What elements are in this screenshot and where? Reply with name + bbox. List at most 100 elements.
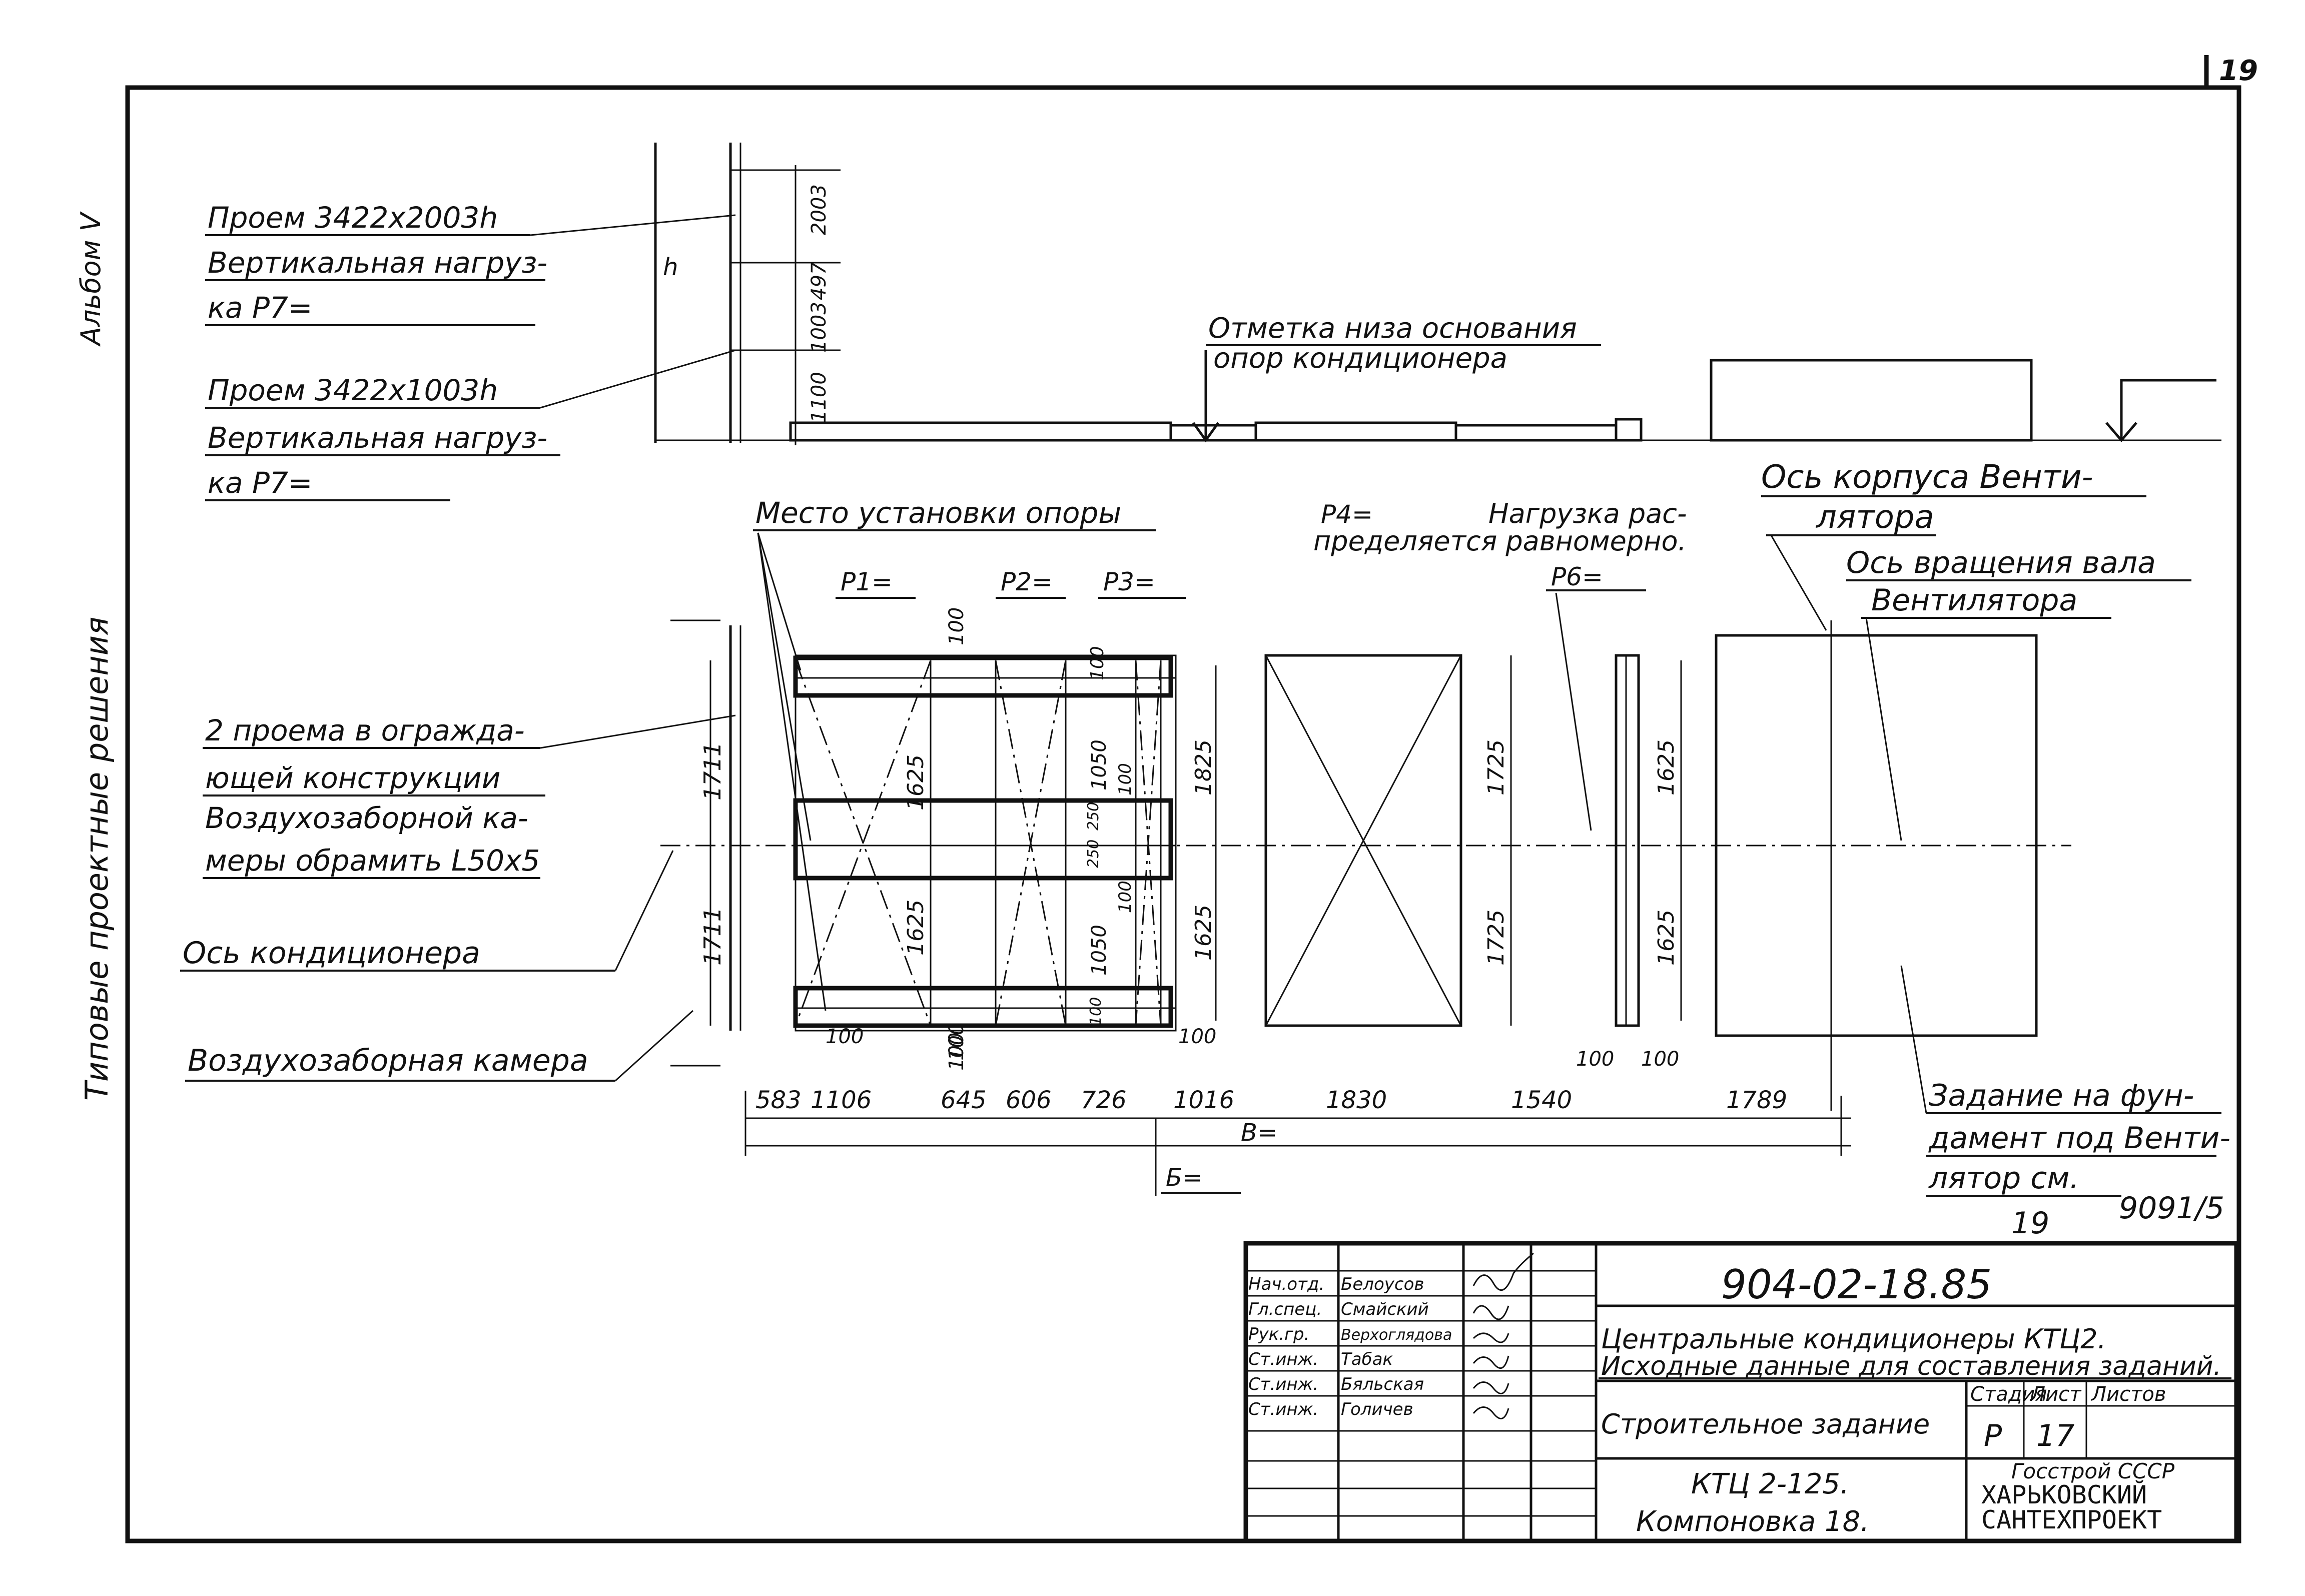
dim-1625-b: 1625 [903, 900, 929, 956]
callout-fan-body-2: лятора [1815, 499, 1934, 536]
dim-100-j: 100 [1576, 1048, 1614, 1071]
callout-fan-body-1: Ось корпуса Венти- [1761, 459, 2093, 496]
callout-base-mark-2: опор кондиционера [1213, 342, 1507, 375]
dim-plan-1711-top: 1711 [699, 742, 726, 801]
dim-v-label: В= [1241, 1119, 1277, 1147]
callout-foundation-3: лятор см. [1928, 1161, 2079, 1196]
dim-1050-b: 1050 [1088, 925, 1111, 976]
dim-1625-e: 1625 [1654, 910, 1679, 966]
dim-100-k: 100 [1641, 1048, 1679, 1071]
dim-elev-1003: 1003 [808, 302, 831, 353]
dim-run-583: 583 [755, 1086, 802, 1114]
callout-openings-1: 2 проема в огражда- [205, 713, 525, 747]
dim-b-label: Б= [1166, 1164, 1202, 1192]
doc-description-2: Исходные данные для составления заданий. [1601, 1351, 2221, 1381]
callout-openings-2: ющей конструкции [205, 761, 500, 795]
side-label-series: Типовые проектные решения [79, 617, 115, 1101]
plan-view: 1711 1711 100 1625 1625 100 100 1050 100… [660, 607, 2071, 1196]
dim-1625-c: 1625 [1191, 905, 1216, 961]
dim-run-1830: 1830 [1326, 1086, 1387, 1114]
dim-100-a: 100 [945, 607, 968, 645]
label-p6: P6= [1551, 562, 1603, 591]
callout-fan-shaft-2: Вентилятора [1871, 583, 2077, 618]
sheet-header: Лист [2029, 1383, 2082, 1406]
callout-intake-chamber: Воздухозаборная камера [188, 1043, 588, 1078]
callout-openings-4: меры обрамить L50х5 [205, 844, 540, 878]
section-title: Строительное задание [1601, 1408, 1930, 1440]
staff-name-4: Табак [1341, 1349, 1393, 1369]
callout-foundation-1: Задание на фун- [1929, 1078, 2194, 1113]
org-line-3: САНТЕХПРОЕКТ [1981, 1505, 2162, 1534]
dim-1725-a: 1725 [1483, 739, 1509, 795]
dim-elev-497: 497 [808, 262, 831, 300]
callout-opening1-title: Проем 3422х2003h [208, 201, 498, 235]
elevation-view: 2003 497 1003 1100 h [654, 143, 2221, 445]
side-label-album: Альбом V [75, 211, 107, 347]
dim-100-d: 100 [1115, 763, 1135, 795]
stage-header: Стадия [1970, 1383, 2047, 1406]
org-line-1: Госстрой СССР [2011, 1459, 2175, 1483]
callout-opening2-line3: ка P7= [208, 466, 313, 500]
dim-elev-h: h [663, 253, 678, 281]
dim-100-i: 100 [1087, 997, 1105, 1026]
model-line-1: КТЦ 2-125. [1691, 1468, 1849, 1500]
staff-name-6: Голичев [1341, 1399, 1413, 1419]
dim-run-606: 606 [1006, 1086, 1052, 1114]
org-line-2: ХАРЬКОВСКИЙ [1981, 1480, 2147, 1509]
callout-base-mark-1: Отметка низа основания [1208, 312, 1577, 345]
callout-conditioner-axis: Ось кондиционера [183, 936, 480, 971]
label-p2: P2= [1001, 567, 1053, 596]
dim-100-h: 100 [1178, 1025, 1216, 1048]
staff-name-1: Белоусов [1341, 1274, 1424, 1294]
page-number: 19 [2219, 55, 2258, 87]
ref-document: 9091/5 [2119, 1191, 2224, 1226]
callout-opening2-line2: Вертикальная нагруз- [208, 421, 547, 455]
doc-description-1: Центральные кондиционеры КТЦ2. [1601, 1323, 2106, 1355]
dim-100-c: 100 [1087, 646, 1108, 680]
stage-value: Р [1984, 1418, 2002, 1453]
doc-code: 904-02-18.85 [1721, 1261, 1992, 1308]
dim-100-e: 100 [1115, 881, 1135, 913]
support-markers [796, 660, 1176, 1026]
dim-run-1540: 1540 [1511, 1086, 1572, 1114]
label-p3: P3= [1103, 567, 1155, 596]
staff-role-2: Гл.спец. [1248, 1299, 1322, 1319]
dim-100-b: 100 [945, 1033, 968, 1071]
dim-run-1106: 1106 [811, 1086, 872, 1114]
staff-role-5: Ст.инж. [1248, 1374, 1318, 1394]
dim-plan-1711-bottom: 1711 [699, 907, 726, 966]
sheets-header: Листов [2090, 1383, 2166, 1406]
ref-sheet-number: 19 [2011, 1206, 2049, 1241]
staff-name-3: Верхоглядова [1341, 1326, 1452, 1344]
title-block [1243, 1241, 2239, 1543]
label-p4: P4= [1321, 500, 1373, 529]
staff-role-4: Ст.инж. [1248, 1349, 1318, 1369]
model-line-2: Компоновка 18. [1636, 1505, 1869, 1538]
label-p1: P1= [841, 567, 893, 596]
staff-name-2: Смайский [1341, 1299, 1429, 1319]
staff-name-5: Бяльская [1341, 1374, 1424, 1394]
dim-elev-2003: 2003 [808, 184, 831, 235]
callout-fan-shaft-1: Ось вращения вала [1846, 545, 2156, 580]
callout-uniform-2: пределяется равномерно. [1313, 525, 1687, 557]
callout-opening1-line2: Вертикальная нагруз- [208, 246, 547, 280]
dim-100-f: 100 [826, 1025, 864, 1048]
staff-role-1: Нач.отд. [1248, 1274, 1324, 1294]
sheet-value: 17 [2036, 1418, 2074, 1453]
dim-1825: 1825 [1191, 739, 1216, 795]
dim-1725-b: 1725 [1483, 910, 1509, 966]
callout-uniform-1: Нагрузка рас- [1488, 498, 1687, 529]
sheet-frame [125, 85, 2241, 1543]
callout-opening1-line3: ка P7= [208, 291, 313, 325]
staff-role-3: Рук.гр. [1248, 1324, 1309, 1344]
signatures [1472, 1252, 1534, 1419]
dim-run-645: 645 [941, 1086, 987, 1114]
dim-250-b: 250 [1085, 840, 1102, 868]
dim-100-g: 100 [945, 1023, 968, 1061]
dim-1625-a: 1625 [903, 754, 929, 811]
callout-opening2-title: Проем 3422х1003h [208, 373, 498, 407]
dim-run-1016: 1016 [1173, 1086, 1234, 1114]
dim-250-a: 250 [1085, 802, 1102, 831]
callout-openings-3: Воздухозаборной ка- [205, 801, 528, 835]
